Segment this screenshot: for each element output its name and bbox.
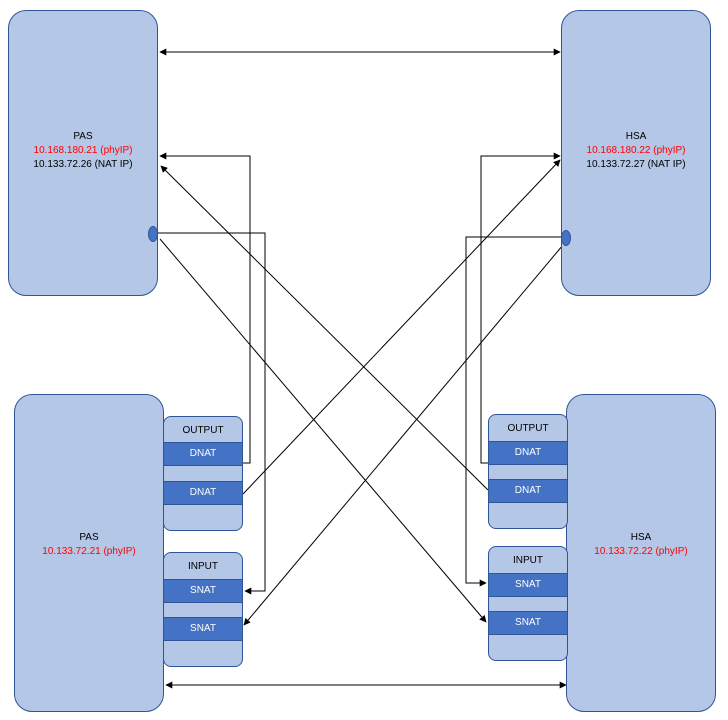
hsa-top-phy-ip: 10.168.180.22 (phyIP): [586, 145, 686, 156]
hsa-top-port[interactable]: [561, 230, 571, 246]
hsa-bottom-phy-ip: 10.133.72.22 (phyIP): [594, 546, 688, 557]
hsa-input-snat-rule-2[interactable]: SNAT: [488, 611, 568, 635]
hsa-bottom-node[interactable]: HSA 10.133.72.22 (phyIP): [566, 394, 716, 712]
link-pas-dnat1-to-pas: [159, 152, 251, 464]
pas-bottom-name: PAS: [79, 532, 99, 543]
pas-top-name: PAS: [73, 131, 93, 142]
pas-bottom-phy-ip: 10.133.72.21 (phyIP): [42, 546, 136, 557]
pas-output-chain[interactable]: OUTPUT DNAT DNAT: [163, 416, 243, 531]
link-hsa-port-to-pas-snat2: [243, 244, 564, 626]
pas-input-title: INPUT: [188, 561, 218, 572]
pas-top-node[interactable]: PAS 10.168.180.21 (phyIP) 10.133.72.26 (…: [8, 10, 158, 296]
link-pas-dnat2-to-hsa: [242, 159, 561, 495]
hsa-output-dnat-rule-2[interactable]: DNAT: [488, 479, 568, 503]
hsa-input-snat-rule-1[interactable]: SNAT: [488, 573, 568, 597]
hsa-output-title: OUTPUT: [507, 423, 549, 434]
link-pas-port-to-snat1: [157, 232, 266, 595]
hsa-input-title: INPUT: [513, 555, 543, 566]
pas-output-dnat-rule-1[interactable]: DNAT: [163, 442, 243, 466]
hsa-top-nat-ip: 10.133.72.27 (NAT IP): [586, 159, 686, 170]
hsa-top-name: HSA: [625, 131, 647, 142]
link-hsa-dnat2-to-pas: [160, 165, 489, 491]
pas-top-port[interactable]: [148, 226, 158, 242]
link-hsa-port-to-snat1: [465, 236, 563, 587]
link-hsa-dnat1-to-hsa: [480, 152, 561, 464]
pas-input-snat-rule-1[interactable]: SNAT: [163, 579, 243, 603]
pas-input-chain[interactable]: INPUT SNAT SNAT: [163, 552, 243, 667]
pas-top-nat-ip: 10.133.72.26 (NAT IP): [33, 159, 133, 170]
hsa-output-chain[interactable]: OUTPUT DNAT DNAT: [488, 414, 568, 529]
pas-output-dnat-rule-2[interactable]: DNAT: [163, 481, 243, 505]
hsa-top-node[interactable]: HSA 10.168.180.22 (phyIP) 10.133.72.27 (…: [561, 10, 711, 296]
pas-output-title: OUTPUT: [182, 425, 224, 436]
pas-bottom-node[interactable]: PAS 10.133.72.21 (phyIP): [14, 394, 164, 712]
link-pas-port-to-hsa-snat2: [159, 238, 487, 623]
hsa-bottom-name: HSA: [630, 532, 652, 543]
pas-input-snat-rule-2[interactable]: SNAT: [163, 617, 243, 641]
pas-top-phy-ip: 10.168.180.21 (phyIP): [33, 145, 133, 156]
hsa-output-dnat-rule-1[interactable]: DNAT: [488, 441, 568, 465]
hsa-input-chain[interactable]: INPUT SNAT SNAT: [488, 546, 568, 661]
